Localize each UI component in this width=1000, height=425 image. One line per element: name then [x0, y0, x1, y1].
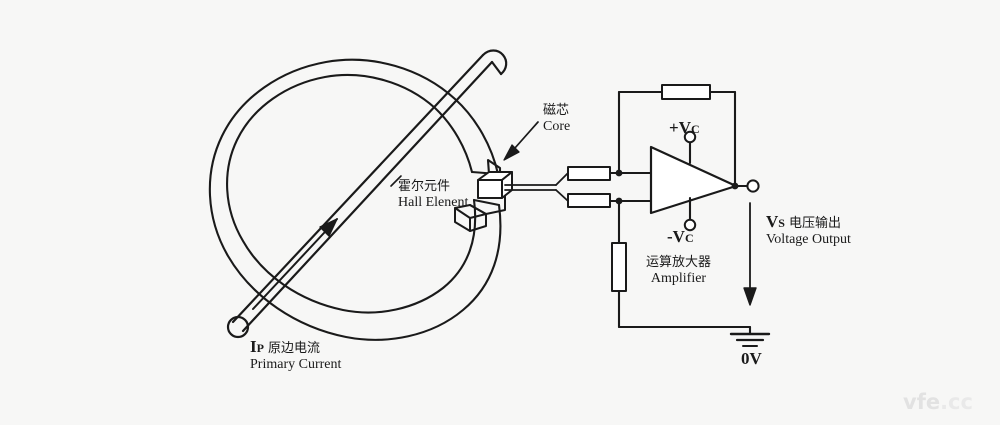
label-voltage-output-cn: 电压输出: [788, 216, 841, 231]
operational-amplifier: [639, 140, 738, 222]
label-primary-current-en: Primary Current: [250, 357, 342, 373]
label-primary-current-cn: 原边电流: [267, 341, 320, 356]
gain-resistor: [611, 199, 752, 329]
supply-negative-symbol: V: [672, 227, 685, 246]
site-watermark: vfe.cc: [903, 390, 973, 414]
voltage-output-subscript: S: [778, 216, 785, 230]
feedback-resistor: [617, 84, 737, 188]
label-hall-element-cn: 霍尔元件: [398, 179, 451, 194]
label-supply-negative: -VC: [667, 227, 694, 247]
label-primary-current: IP 原边电流 Primary Current: [250, 337, 341, 373]
label-core-en: Core: [543, 118, 571, 134]
input-resistor-top: [567, 166, 643, 181]
label-core: 磁芯 Core: [543, 103, 571, 135]
current-direction-arrow: [252, 218, 338, 310]
core-callout-arrow: [503, 121, 539, 161]
label-voltage-output: VS 电压输出 Voltage Output: [766, 212, 851, 248]
output-terminal: [734, 179, 760, 193]
junction-dots: [615, 169, 739, 205]
supply-positive-sign: +: [669, 118, 679, 137]
core-gap-faces: [454, 195, 506, 232]
label-voltage-output-en: Voltage Output: [766, 232, 851, 248]
watermark-suffix: .cc: [940, 390, 973, 414]
label-ground: 0V: [741, 349, 762, 369]
supply-positive-terminal: [683, 130, 697, 144]
label-hall-element: 霍尔元件 Hall Elenent: [398, 179, 469, 211]
primary-conductor: [226, 49, 508, 339]
supply-positive-subscript: C: [690, 122, 700, 136]
ground-symbol: [729, 325, 771, 347]
supply-positive-symbol: V: [678, 118, 691, 137]
label-hall-element-en: Hall Elenent: [398, 194, 469, 210]
supply-negative-terminal: [683, 218, 697, 232]
supply-negative-sign: -: [667, 227, 673, 246]
input-resistor-bottom: [567, 193, 643, 208]
supply-negative-subscript: C: [684, 231, 694, 245]
hall-element-leads: [504, 172, 569, 202]
primary-current-subscript: P: [256, 341, 264, 355]
label-supply-positive: +VC: [669, 118, 700, 138]
label-ground-text: 0V: [741, 349, 762, 368]
label-amplifier-en: Amplifier: [650, 270, 707, 286]
output-direction-arrow: [743, 202, 757, 306]
label-core-cn: 磁芯: [543, 103, 570, 118]
hall-callout-tick: [390, 175, 402, 187]
primary-current-symbol: I: [250, 337, 257, 356]
label-amplifier: 运算放大器 Amplifier: [646, 255, 712, 287]
voltage-output-symbol: V: [766, 212, 779, 231]
watermark-name: vfe: [903, 390, 941, 414]
label-amplifier-cn: 运算放大器: [646, 255, 712, 270]
